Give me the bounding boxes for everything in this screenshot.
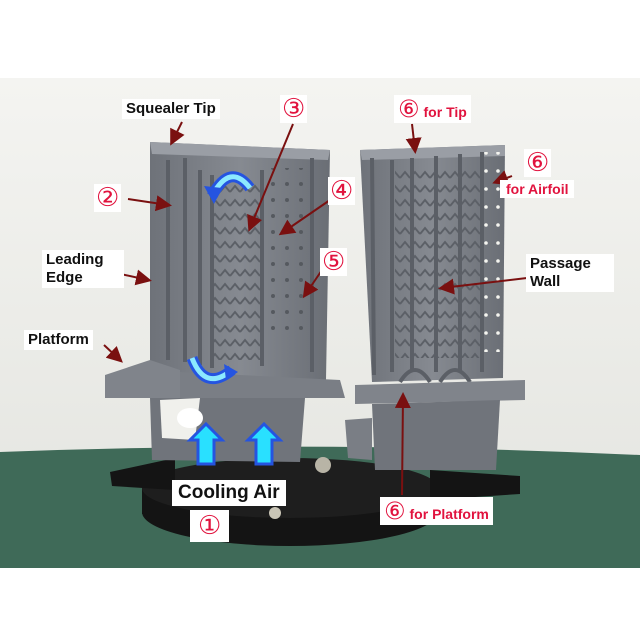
label-number-3: ③ <box>280 94 308 124</box>
right-root <box>372 400 500 470</box>
leader-lines <box>103 121 528 496</box>
bolt-icon <box>269 507 281 519</box>
label-number-6: ⑥ <box>398 95 420 123</box>
left-platform <box>105 360 180 398</box>
coolant-flow-arrow-top-icon <box>204 171 255 204</box>
bolt-icon <box>315 457 331 473</box>
label-for-airfoil: for Airfoil <box>506 181 569 197</box>
label-squealer-tip: Squealer Tip <box>122 99 220 119</box>
coolant-flow-arrow-bottom-icon <box>186 355 238 385</box>
label-for-tip: for Tip <box>423 104 467 120</box>
label-6-for-tip: ⑥ for Tip <box>394 95 471 123</box>
label-cooling-air: Cooling Air <box>172 480 286 506</box>
cooling-air-arrow-icon <box>186 421 226 466</box>
label-leading-edge: Leading Edge <box>42 250 124 288</box>
label-for-platform: for Platform <box>409 506 489 522</box>
label-number-4: ④ <box>328 176 356 206</box>
label-number-2: ② <box>94 183 122 213</box>
label-6-for-platform: ⑥ for Platform <box>380 497 493 525</box>
cooling-air-arrow-icon <box>244 421 284 466</box>
label-passage-wall: Passage Wall <box>526 254 614 292</box>
label-number-6-platform: ⑥ <box>384 497 406 525</box>
right-blade-cutaway <box>345 145 525 470</box>
label-number-6-airfoil: ⑥ <box>524 148 552 178</box>
label-platform: Platform <box>24 330 93 350</box>
label-number-5: ⑤ <box>320 247 348 277</box>
label-number-1: ① <box>190 510 230 542</box>
label-for-airfoil-box: for Airfoil <box>500 180 575 198</box>
